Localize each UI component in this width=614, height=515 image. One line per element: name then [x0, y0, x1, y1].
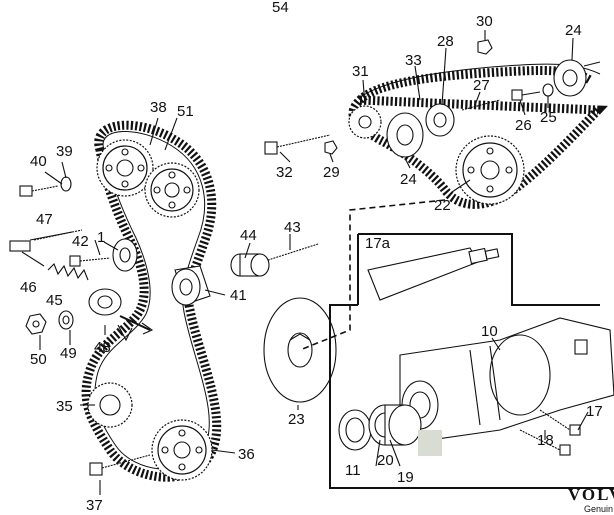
washer-49	[58, 310, 74, 330]
nut-30	[477, 39, 493, 55]
gear-22	[455, 135, 525, 205]
washer-25	[542, 83, 554, 97]
nut-29	[324, 140, 338, 155]
brand-logo: VOLV	[568, 485, 614, 504]
adjusting-bolt-46	[9, 231, 73, 267]
label-40: 40	[30, 153, 47, 170]
crankshaft-gear-36	[151, 419, 213, 481]
spacer-44	[230, 253, 270, 277]
washer-39	[60, 176, 72, 192]
label-30: 30	[476, 13, 493, 30]
bolt-40	[19, 185, 59, 197]
pulley-24-upper	[553, 59, 601, 97]
label-36: 36	[238, 446, 255, 463]
label-11: 11	[345, 462, 361, 479]
label-33: 33	[405, 52, 422, 69]
shaft-19-marker	[418, 430, 442, 456]
label-50: 50	[30, 351, 47, 368]
label-48: 48	[94, 339, 111, 356]
label-46: 46	[20, 279, 37, 296]
label-19: 19	[397, 469, 414, 486]
label-10: 10	[481, 323, 498, 340]
bearing-20	[368, 404, 422, 467]
label-22: 22	[434, 197, 451, 214]
idler-pulley-1	[112, 238, 138, 272]
label-41: 41	[230, 287, 247, 304]
label-18: 18	[537, 432, 554, 449]
label-51: 51	[177, 103, 194, 120]
camshaft-gear-38b	[144, 162, 200, 218]
label-54: 54	[272, 0, 289, 16]
brand-tagline: Genuin	[584, 504, 613, 514]
label-26: 26	[515, 117, 532, 134]
nut-50	[25, 313, 47, 335]
bolt-47	[33, 229, 83, 241]
part-number-labels: 54 30 24 28 33 31 27 26 25 38 51 40 39 3…	[20, 0, 603, 514]
leader-dashed-22	[299, 199, 446, 351]
label-47: 47	[36, 211, 53, 228]
pulley-24-center	[386, 112, 424, 158]
inset-pump-box	[329, 304, 614, 489]
seal-ring-11	[338, 409, 372, 451]
label-37: 37	[86, 497, 103, 514]
tensioner-48	[88, 288, 154, 342]
label-38: 38	[150, 99, 167, 116]
label-31: 31	[352, 63, 369, 80]
bolt-42	[69, 255, 111, 267]
gear-31	[348, 105, 382, 139]
label-49: 49	[60, 345, 77, 362]
inset-sealant-box	[357, 233, 600, 306]
label-39: 39	[56, 143, 73, 160]
bolt-37	[89, 454, 151, 476]
crankshaft-gear-35	[87, 382, 133, 428]
tension-spring-45	[47, 263, 89, 281]
bolt-27	[461, 99, 501, 111]
label-43: 43	[284, 219, 301, 236]
bolt-32	[264, 134, 331, 155]
bolt-26	[511, 89, 541, 101]
label-24-center: 24	[400, 171, 417, 188]
label-20: 20	[377, 452, 394, 469]
cover-disc-23	[263, 297, 337, 403]
bolt-18	[519, 429, 571, 456]
label-23: 23	[288, 411, 305, 428]
bolt-43	[261, 243, 319, 263]
label-1: 1	[97, 229, 105, 246]
label-24-top: 24	[565, 22, 582, 39]
label-45: 45	[46, 292, 63, 309]
label-32: 32	[276, 164, 293, 181]
label-25: 25	[540, 109, 557, 126]
label-17a: 17a	[365, 235, 391, 252]
label-17: 17	[586, 403, 603, 420]
label-42: 42	[72, 233, 89, 250]
label-29: 29	[323, 164, 340, 181]
label-35: 35	[56, 398, 73, 415]
idler-pulley-41	[171, 265, 211, 306]
leader-lines	[39, 30, 589, 495]
label-44: 44	[240, 227, 257, 244]
label-27: 27	[473, 77, 490, 94]
idler-28	[425, 103, 455, 137]
power-steering-pump-10	[399, 317, 614, 441]
bolt-17	[539, 409, 581, 436]
camshaft-gear-38	[96, 139, 154, 197]
label-28: 28	[437, 33, 454, 50]
